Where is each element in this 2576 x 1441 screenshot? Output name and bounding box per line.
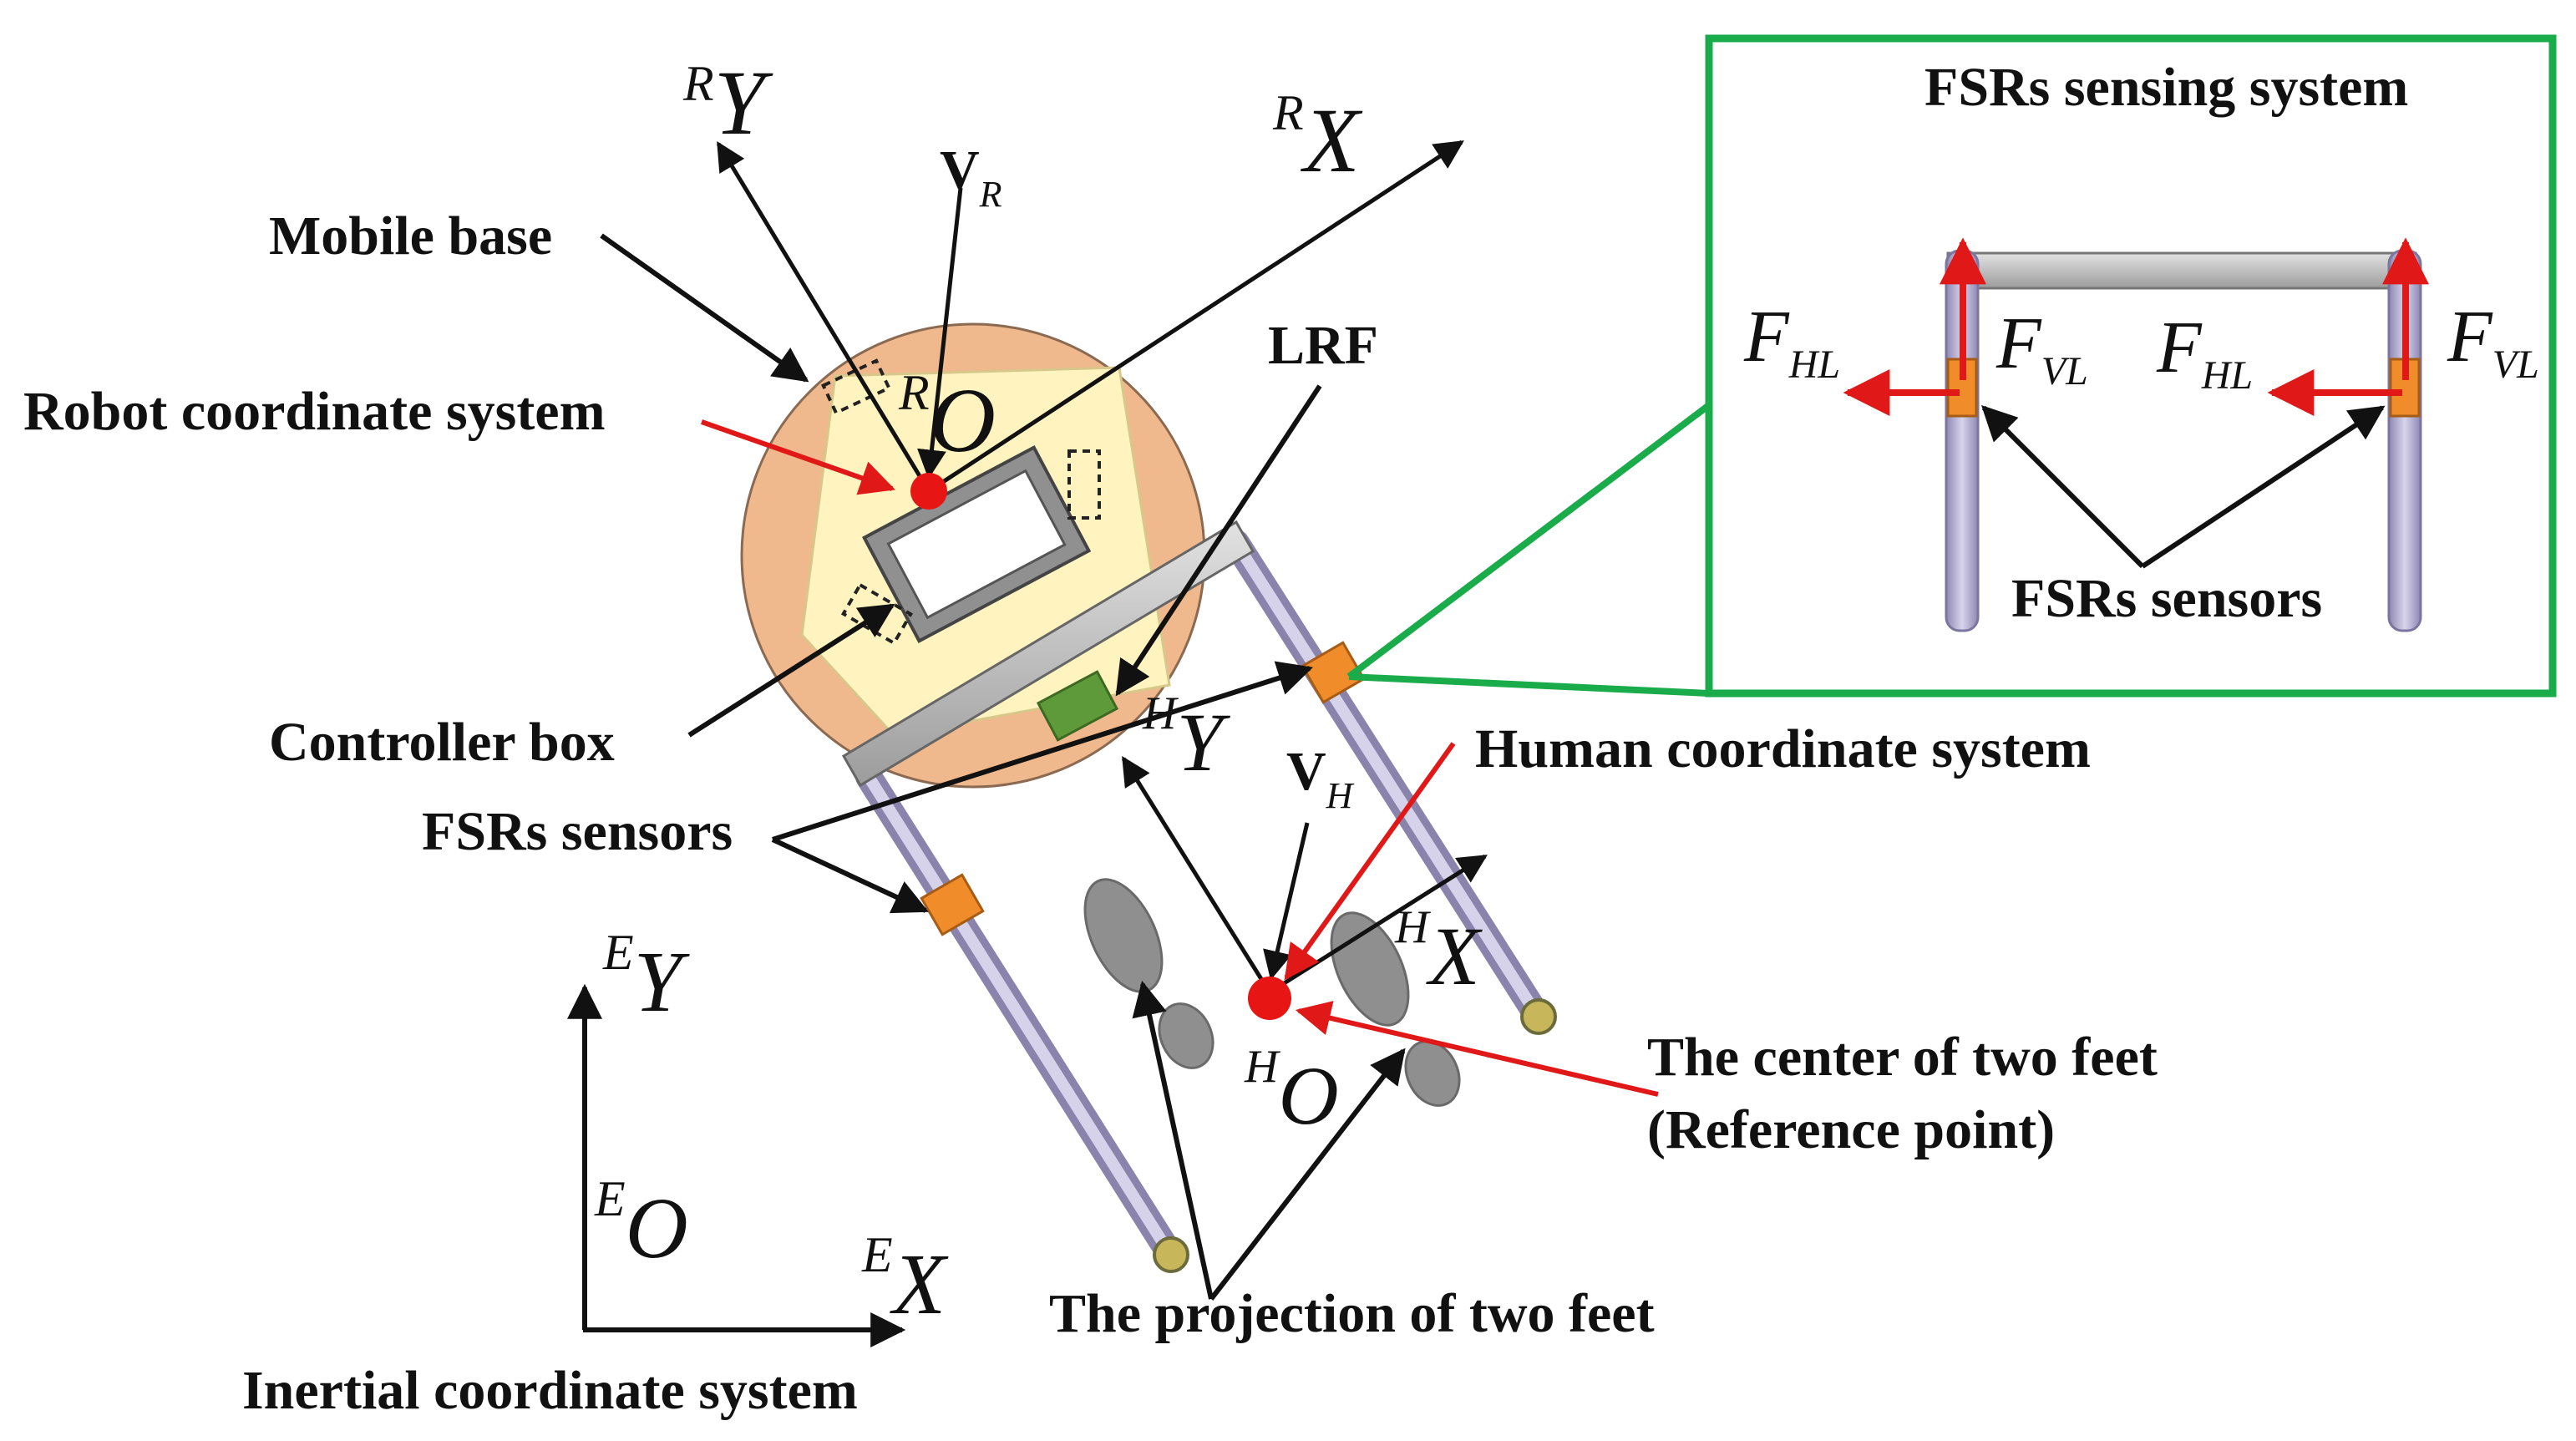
inset-sensors-label: FSRs sensors: [2011, 568, 2322, 629]
human-y-axis: [1121, 756, 1272, 994]
lrf-pointer: [1115, 384, 1322, 697]
earth-x-label: EX: [861, 1227, 949, 1332]
robot-o-label: RO: [898, 365, 996, 471]
human-o-label: HO: [1244, 1041, 1339, 1142]
projection-pointer-right: [1209, 1048, 1406, 1301]
earth-y-label: EY: [602, 925, 691, 1030]
reference-point-label: (Reference point): [1647, 1099, 2055, 1160]
force-hl-left-label: FHL: [1743, 297, 1840, 387]
force-hl-right-label: FHL: [2156, 307, 2253, 398]
reference-point: [1248, 977, 1291, 1020]
lrf-sensor: [1036, 670, 1119, 742]
velocity-h-arrow: [1263, 822, 1310, 981]
inertial-coord-label: Inertial coordinate system: [242, 1360, 858, 1421]
robot-x-axis: [927, 140, 1464, 494]
inset-sensor-pointer-right: [2141, 405, 2386, 569]
velocity-r-arrow: [917, 187, 963, 479]
human-y-label: HY: [1142, 688, 1230, 789]
mobile-base: [740, 322, 1206, 789]
inset-sensor-pointer-left: [1981, 405, 2145, 569]
fsrs-inset-panel: FSRs sensing system FHL FVL FHL FVL FSRs…: [1705, 34, 2557, 698]
robot-x-label: RX: [1272, 85, 1363, 191]
human-coord-label: Human coordinate system: [1475, 718, 2091, 779]
projection-pointer-left: [1132, 980, 1214, 1300]
dashed-component: [821, 358, 891, 415]
velocity-h-label: VH: [1286, 741, 1355, 816]
velocity-r-label: VR: [940, 140, 1002, 215]
robot-y-axis: [716, 141, 931, 493]
inset-sensor-right: [2389, 358, 2421, 418]
controller-box-label: Controller box: [269, 712, 615, 773]
robot-origin-point: [910, 473, 947, 510]
walker-frame: [855, 530, 1557, 1273]
human-x-label: HX: [1394, 901, 1483, 1002]
fsrs-pointer-left: [771, 837, 929, 914]
inset-callout-line-2: [1348, 673, 1710, 697]
inset-callout-line: [1346, 402, 1711, 680]
fsrs-pointer-right: [772, 661, 1314, 842]
robot-y-label: RY: [682, 52, 773, 154]
left-wheel: [1153, 1236, 1189, 1273]
walker-crossbar: [841, 520, 1255, 788]
dashed-component: [1067, 449, 1101, 520]
fsr-sensor-left: [920, 873, 985, 936]
force-vl-right-label: FVL: [2447, 297, 2539, 387]
mobile-base-pointer: [600, 233, 809, 383]
earth-o-label: EO: [594, 1171, 688, 1276]
human-coord-pointer: [1284, 742, 1456, 981]
controller-box-pointer: [687, 603, 895, 738]
inset-title: FSRs sensing system: [1924, 57, 2408, 118]
projection-feet-label: The projection of two feet: [1049, 1283, 1655, 1344]
mobile-base-label: Mobile base: [269, 205, 552, 266]
center-feet-pointer: [1295, 1001, 1659, 1097]
inset-top-bar: [1946, 251, 2417, 290]
robot-coord-pointer: [701, 419, 895, 495]
lrf-label: LRF: [1268, 315, 1378, 376]
fsrs-sensors-label: FSRs sensors: [422, 801, 733, 862]
force-vl-left-label: FVL: [1995, 303, 2088, 393]
center-feet-label: The center of two feet: [1647, 1027, 2158, 1088]
robot-coord-label: Robot coordinate system: [23, 381, 606, 442]
right-wheel: [1520, 998, 1557, 1035]
